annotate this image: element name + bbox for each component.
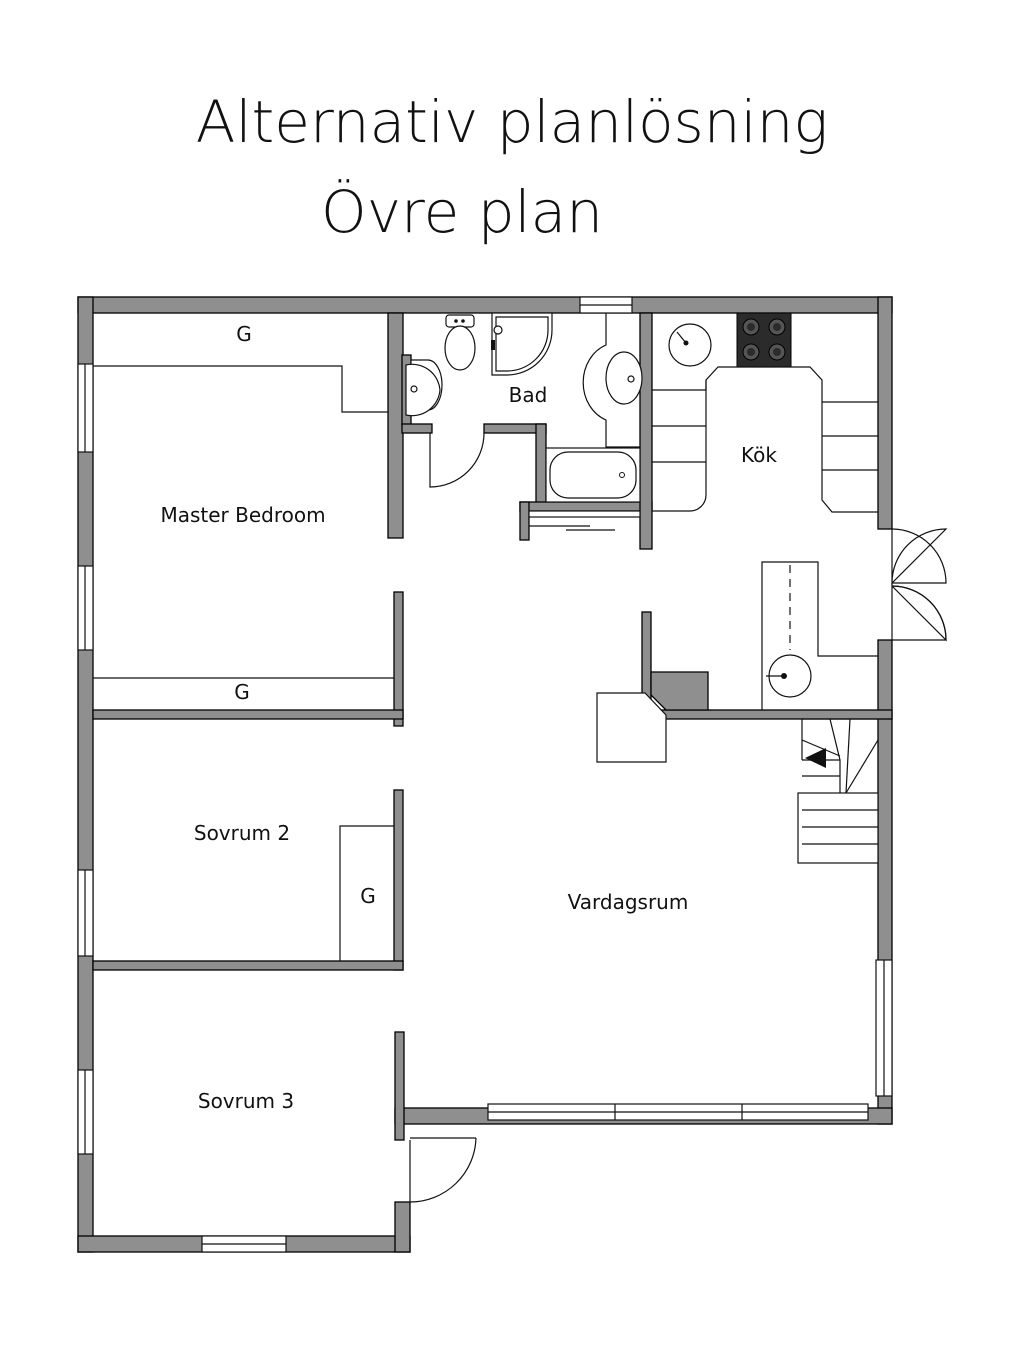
wardrobes bbox=[93, 365, 394, 961]
label-wardrobe-master-bottom: G bbox=[234, 680, 250, 704]
plan-title: Alternativ planlösning bbox=[195, 88, 829, 156]
door-kitchen-upper bbox=[891, 528, 947, 584]
label-bath: Bad bbox=[509, 383, 548, 407]
stair-direction-arrow bbox=[805, 748, 826, 768]
label-sovrum-2: Sovrum 2 bbox=[194, 821, 290, 845]
stairs[interactable] bbox=[797, 718, 879, 864]
kitchen-sink bbox=[668, 323, 712, 367]
plan-subtitle: Övre plan bbox=[321, 178, 603, 246]
bathroom-fixtures bbox=[405, 312, 643, 531]
toilet-bowl bbox=[444, 325, 476, 371]
door-sovrum-3 bbox=[409, 1137, 477, 1203]
label-kitchen: Kök bbox=[741, 443, 777, 467]
sink-left bbox=[405, 363, 441, 417]
shower-head bbox=[493, 325, 503, 335]
label-wardrobe-sovrum-2: G bbox=[360, 884, 376, 908]
kitchen-fixtures bbox=[652, 312, 878, 710]
label-living-room: Vardagsrum bbox=[568, 890, 689, 914]
sink-right bbox=[605, 351, 643, 405]
fireplace bbox=[596, 692, 667, 763]
shower bbox=[491, 312, 553, 376]
room-labels: Master Bedroom Bad Kök Sovrum 2 Sovrum 3… bbox=[160, 322, 777, 1113]
door-kitchen-lower bbox=[891, 585, 947, 641]
bathtub bbox=[549, 451, 637, 499]
windows bbox=[77, 296, 893, 1253]
door-bath bbox=[429, 432, 485, 488]
label-master-bedroom: Master Bedroom bbox=[160, 503, 325, 527]
interior-walls bbox=[92, 312, 893, 1141]
label-wardrobe-master-top: G bbox=[236, 322, 252, 346]
doors bbox=[409, 432, 948, 1203]
toilet-tank bbox=[445, 314, 475, 328]
label-sovrum-3: Sovrum 3 bbox=[198, 1089, 294, 1113]
